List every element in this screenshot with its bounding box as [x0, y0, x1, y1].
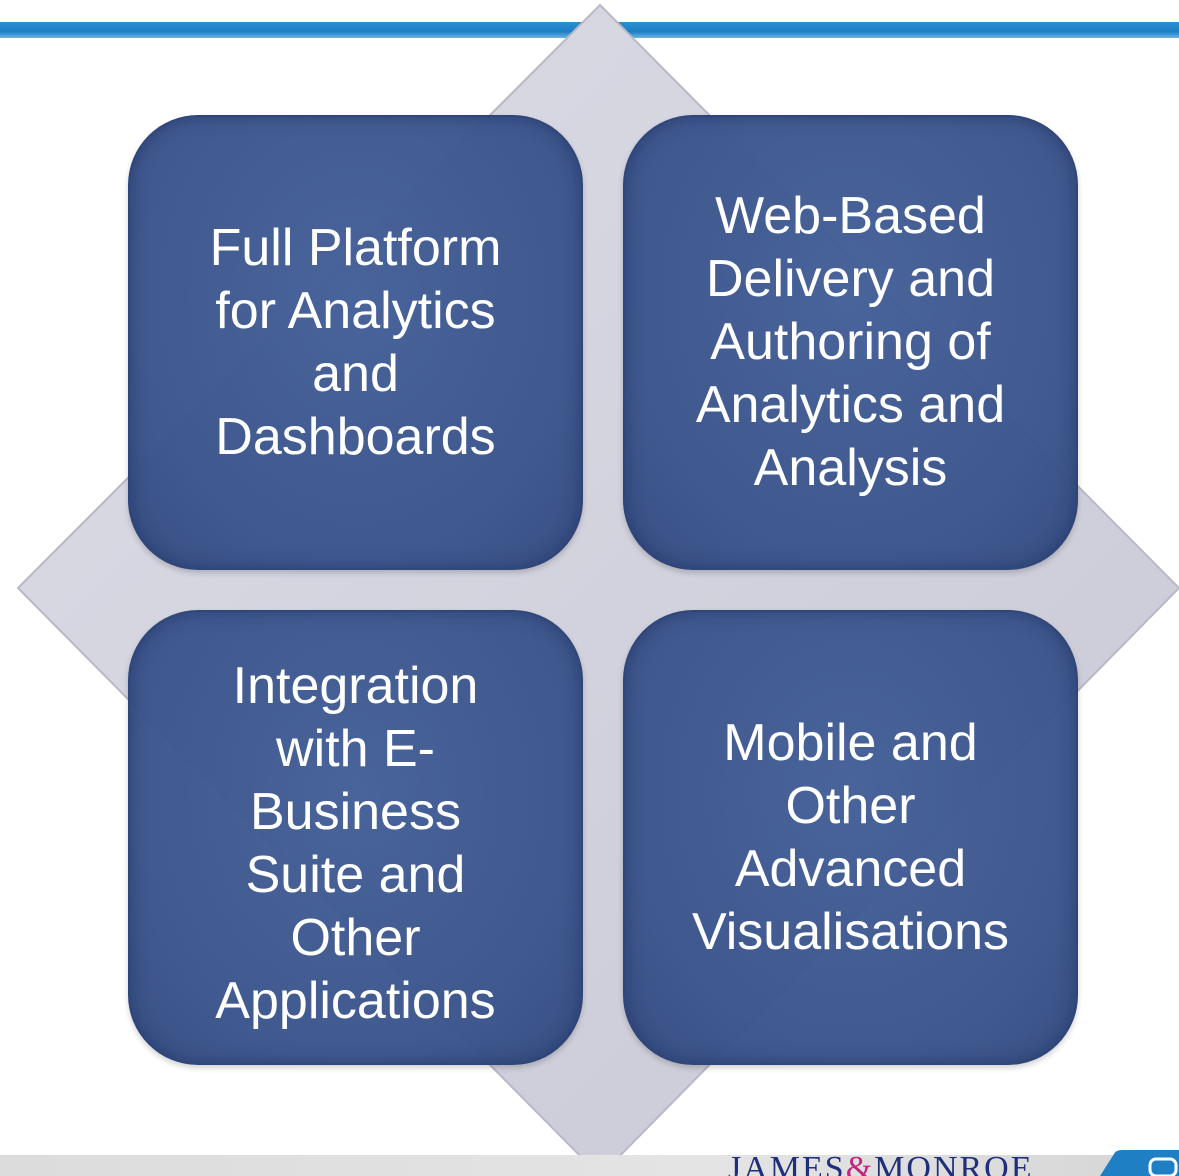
quadrant-integration: Integration with E- Business Suite and O… — [128, 610, 583, 1065]
brand-right: MONROE — [874, 1150, 1034, 1176]
brand-left: JAMES — [728, 1150, 846, 1176]
quadrant-mobile-visualisations: Mobile and Other Advanced Visualisations — [623, 610, 1078, 1065]
quadrant-web-based-delivery: Web-Based Delivery and Authoring of Anal… — [623, 115, 1078, 570]
corner-tab-icon — [1100, 1150, 1179, 1176]
quadrant-label: Mobile and Other Advanced Visualisations — [691, 713, 1009, 961]
quadrant-label: Web-Based Delivery and Authoring of Anal… — [695, 187, 1006, 497]
quadrant-full-platform: Full Platform for Analytics and Dashboar… — [128, 115, 583, 570]
brand-logo: JAMES&MONROE — [728, 1149, 1034, 1176]
quadrant-label: Integration with E- Business Suite and O… — [215, 656, 496, 1030]
footer-bar — [0, 1155, 1179, 1176]
brand-ampersand: & — [845, 1150, 875, 1176]
quadrant-label: Full Platform for Analytics and Dashboar… — [209, 218, 502, 466]
